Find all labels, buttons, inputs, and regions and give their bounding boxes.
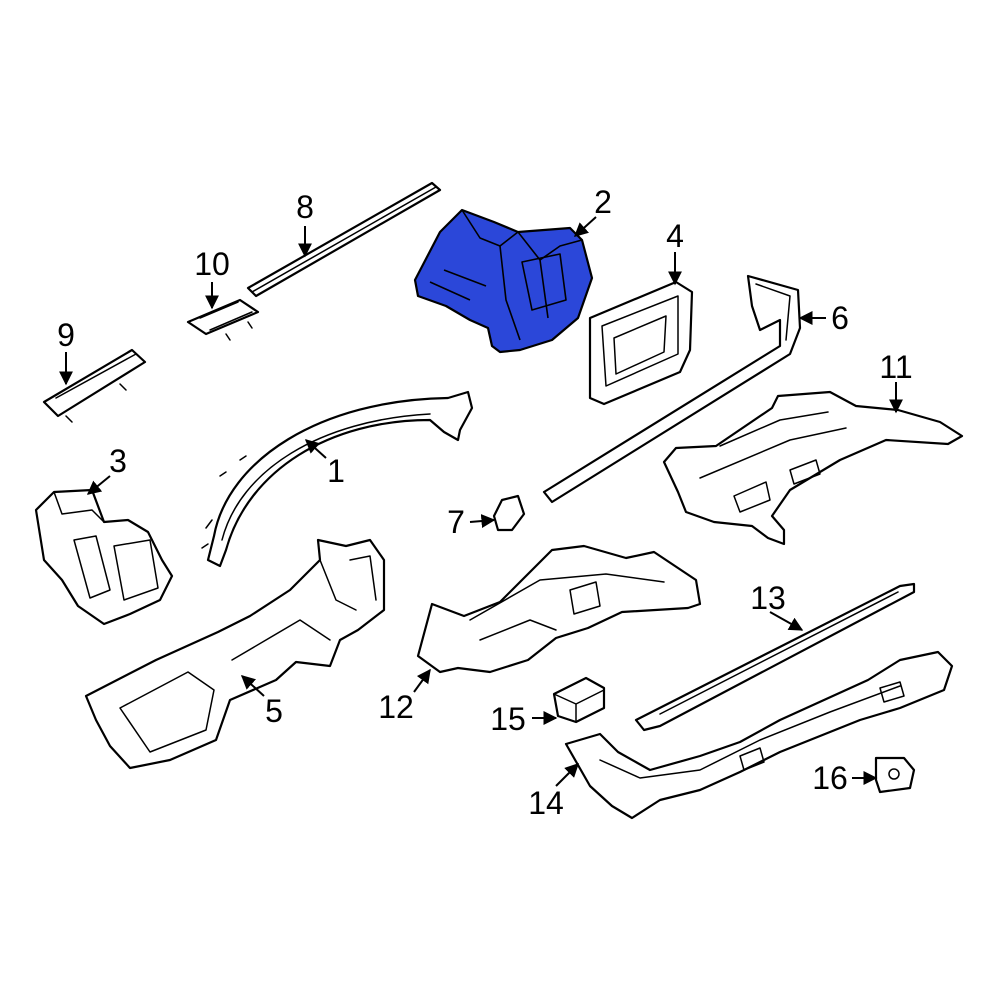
part-13-bar[interactable] (634, 582, 916, 732)
callout-6[interactable]: 6 (831, 300, 849, 336)
part-9-bracket[interactable] (42, 348, 147, 423)
part-8-strip[interactable] (246, 181, 442, 298)
callout-12[interactable]: 12 (378, 689, 414, 725)
callout-14[interactable]: 14 (528, 785, 564, 821)
part-12-heat-shield[interactable] (416, 544, 702, 674)
part-3-duct[interactable] (34, 488, 174, 626)
callout-3[interactable]: 3 (109, 443, 127, 479)
callout-9[interactable]: 9 (57, 317, 75, 353)
part-10-bracket[interactable] (186, 298, 260, 341)
part-16-plate[interactable] (874, 756, 916, 794)
part-4-frame[interactable] (588, 280, 694, 406)
part-7-clip[interactable] (492, 494, 526, 532)
part-2-highlighted-duct[interactable] (413, 208, 594, 354)
callout-1[interactable]: 1 (327, 453, 345, 489)
part-11-bracket[interactable] (662, 390, 964, 546)
callout-2[interactable]: 2 (594, 184, 612, 220)
callout-7[interactable]: 7 (447, 504, 465, 540)
callout-15[interactable]: 15 (490, 701, 526, 737)
part-1-curved-trim[interactable] (201, 390, 474, 568)
callout-10[interactable]: 10 (194, 246, 230, 282)
callout-16[interactable]: 16 (812, 760, 848, 796)
callout-4[interactable]: 4 (666, 218, 684, 254)
part-14-chassis-bracket[interactable] (564, 650, 954, 820)
callout-labels: 8 2 4 6 10 9 11 1 3 7 5 12 13 15 14 16 (57, 184, 913, 821)
callout-13[interactable]: 13 (750, 580, 786, 616)
callout-11[interactable]: 11 (879, 349, 912, 385)
part-5-duct[interactable] (84, 538, 386, 770)
leader-lines (59, 216, 903, 787)
callout-8[interactable]: 8 (296, 189, 314, 225)
part-15-block[interactable] (552, 676, 606, 724)
callout-5[interactable]: 5 (265, 693, 283, 729)
